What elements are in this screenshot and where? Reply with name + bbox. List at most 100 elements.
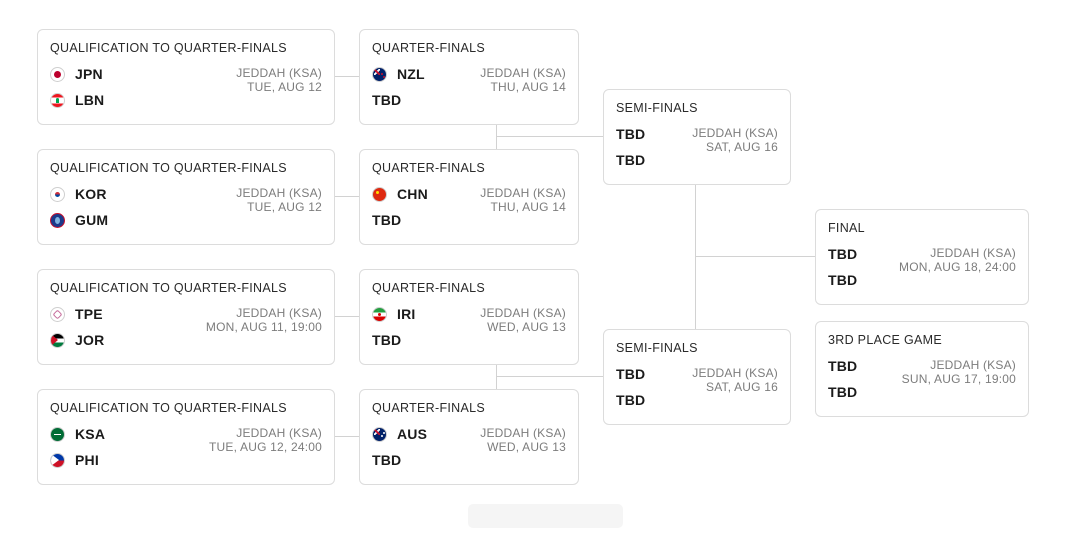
- match-meta: JEDDAH (KSA) WED, AUG 13: [480, 306, 566, 334]
- team-code: TBD: [372, 92, 402, 108]
- team-row[interactable]: GUM: [50, 211, 108, 229]
- philippines-flag-icon: [50, 452, 65, 468]
- chinese-taipei-flag-icon: [50, 306, 65, 322]
- match-date: MON, AUG 11, 19:00: [205, 320, 322, 334]
- round-title: QUARTER-FINALS: [372, 41, 486, 55]
- saudi-arabia-flag-icon: [50, 426, 65, 442]
- team-code: TBD: [616, 366, 646, 382]
- team-code: TBD: [828, 272, 858, 288]
- team-row[interactable]: JOR: [50, 331, 104, 349]
- connector-line: [496, 364, 497, 390]
- connector-line: [695, 256, 815, 257]
- team-row[interactable]: TBD: [372, 331, 401, 349]
- team-row[interactable]: TBD: [616, 391, 645, 409]
- team-code: TBD: [616, 152, 646, 168]
- match-card-qualification-3[interactable]: QUALIFICATION TO QUARTER-FINALS TPE JOR …: [37, 269, 335, 365]
- match-venue: JEDDAH (KSA): [930, 358, 1016, 372]
- match-card-qualification-1[interactable]: QUALIFICATION TO QUARTER-FINALS JPN LBN …: [37, 29, 335, 125]
- round-title: QUALIFICATION TO QUARTER-FINALS: [50, 281, 287, 295]
- match-meta: JEDDAH (KSA) TUE, AUG 12, 24:00: [209, 426, 322, 454]
- match-venue: JEDDAH (KSA): [480, 306, 566, 320]
- team-code: KSA: [75, 426, 106, 442]
- match-meta: JEDDAH (KSA) SAT, AUG 16: [692, 126, 778, 154]
- team-row[interactable]: TBD: [372, 211, 401, 229]
- match-date: TUE, AUG 12, 24:00: [209, 440, 322, 454]
- match-meta: JEDDAH (KSA) SAT, AUG 16: [692, 366, 778, 394]
- round-title: SEMI-FINALS: [616, 101, 698, 115]
- team-row[interactable]: TBD: [828, 245, 857, 263]
- team-row[interactable]: PHI: [50, 451, 99, 469]
- team-row[interactable]: TBD: [616, 125, 645, 143]
- team-row[interactable]: TPE: [50, 305, 103, 323]
- match-card-semifinal-2[interactable]: SEMI-FINALS TBD TBD JEDDAH (KSA) SAT, AU…: [603, 329, 791, 425]
- match-card-qualification-4[interactable]: QUALIFICATION TO QUARTER-FINALS KSA PHI …: [37, 389, 335, 485]
- match-meta: JEDDAH (KSA) MON, AUG 18, 24:00: [899, 246, 1016, 274]
- connector-line: [334, 436, 359, 437]
- team-row[interactable]: TBD: [828, 357, 857, 375]
- round-title: QUALIFICATION TO QUARTER-FINALS: [50, 401, 287, 415]
- team-code: TBD: [616, 126, 646, 142]
- match-date: TUE, AUG 12: [247, 200, 322, 214]
- new-zealand-flag-icon: [372, 66, 387, 82]
- connector-line: [334, 76, 359, 77]
- match-venue: JEDDAH (KSA): [692, 126, 778, 140]
- team-row[interactable]: LBN: [50, 91, 104, 109]
- team-code: TBD: [828, 384, 858, 400]
- team-row[interactable]: NZL: [372, 65, 425, 83]
- round-title: SEMI-FINALS: [616, 341, 698, 355]
- match-card-quarterfinal-4[interactable]: QUARTER-FINALS AUS TBD JEDDAH (KSA) WED,…: [359, 389, 579, 485]
- team-row[interactable]: TBD: [828, 383, 857, 401]
- match-meta: JEDDAH (KSA) WED, AUG 13: [480, 426, 566, 454]
- match-venue: JEDDAH (KSA): [236, 426, 322, 440]
- team-row[interactable]: TBD: [616, 151, 645, 169]
- match-card-quarterfinal-3[interactable]: QUARTER-FINALS IRI TBD JEDDAH (KSA) WED,…: [359, 269, 579, 365]
- jordan-flag-icon: [50, 332, 65, 348]
- match-meta: JEDDAH (KSA) SUN, AUG 17, 19:00: [902, 358, 1016, 386]
- iran-flag-icon: [372, 306, 387, 322]
- match-venue: JEDDAH (KSA): [480, 66, 566, 80]
- team-code: CHN: [397, 186, 428, 202]
- team-code: TBD: [372, 332, 402, 348]
- match-card-third-place[interactable]: 3RD PLACE GAME TBD TBD JEDDAH (KSA) SUN,…: [815, 321, 1029, 417]
- team-row[interactable]: TBD: [616, 365, 645, 383]
- match-venue: JEDDAH (KSA): [236, 66, 322, 80]
- china-flag-icon: [372, 186, 387, 202]
- team-code: GUM: [75, 212, 109, 228]
- match-date: WED, AUG 13: [487, 320, 566, 334]
- team-code: TBD: [828, 246, 858, 262]
- team-code: TBD: [372, 212, 402, 228]
- korea-flag-icon: [50, 186, 65, 202]
- match-card-qualification-2[interactable]: QUALIFICATION TO QUARTER-FINALS KOR GUM …: [37, 149, 335, 245]
- match-date: SAT, AUG 16: [705, 380, 778, 394]
- team-row[interactable]: TBD: [828, 271, 857, 289]
- australia-flag-icon: [372, 426, 387, 442]
- team-row[interactable]: JPN: [50, 65, 103, 83]
- round-title: QUALIFICATION TO QUARTER-FINALS: [50, 161, 287, 175]
- connector-line: [334, 196, 359, 197]
- round-title: FINAL: [828, 221, 865, 235]
- match-meta: JEDDAH (KSA) THU, AUG 14: [480, 186, 566, 214]
- horizontal-scrollbar[interactable]: [468, 504, 623, 528]
- team-row[interactable]: KSA: [50, 425, 105, 443]
- team-code: LBN: [75, 92, 105, 108]
- round-title: QUARTER-FINALS: [372, 281, 486, 295]
- team-row[interactable]: TBD: [372, 451, 401, 469]
- team-row[interactable]: IRI: [372, 305, 416, 323]
- team-row[interactable]: TBD: [372, 91, 401, 109]
- team-row[interactable]: AUS: [372, 425, 427, 443]
- team-row[interactable]: CHN: [372, 185, 428, 203]
- match-card-quarterfinal-1[interactable]: QUARTER-FINALS NZL TBD JEDDAH (KSA) THU,…: [359, 29, 579, 125]
- team-row[interactable]: KOR: [50, 185, 107, 203]
- match-card-quarterfinal-2[interactable]: QUARTER-FINALS CHN TBD JEDDAH (KSA) THU,…: [359, 149, 579, 245]
- match-date: SAT, AUG 16: [705, 140, 778, 154]
- round-title: QUARTER-FINALS: [372, 161, 486, 175]
- match-card-semifinal-1[interactable]: SEMI-FINALS TBD TBD JEDDAH (KSA) SAT, AU…: [603, 89, 791, 185]
- match-date: THU, AUG 14: [490, 200, 566, 214]
- team-code: KOR: [75, 186, 107, 202]
- match-card-final[interactable]: FINAL TBD TBD JEDDAH (KSA) MON, AUG 18, …: [815, 209, 1029, 305]
- team-code: TPE: [75, 306, 103, 322]
- match-date: WED, AUG 13: [487, 440, 566, 454]
- match-date: SUN, AUG 17, 19:00: [901, 372, 1016, 386]
- match-venue: JEDDAH (KSA): [692, 366, 778, 380]
